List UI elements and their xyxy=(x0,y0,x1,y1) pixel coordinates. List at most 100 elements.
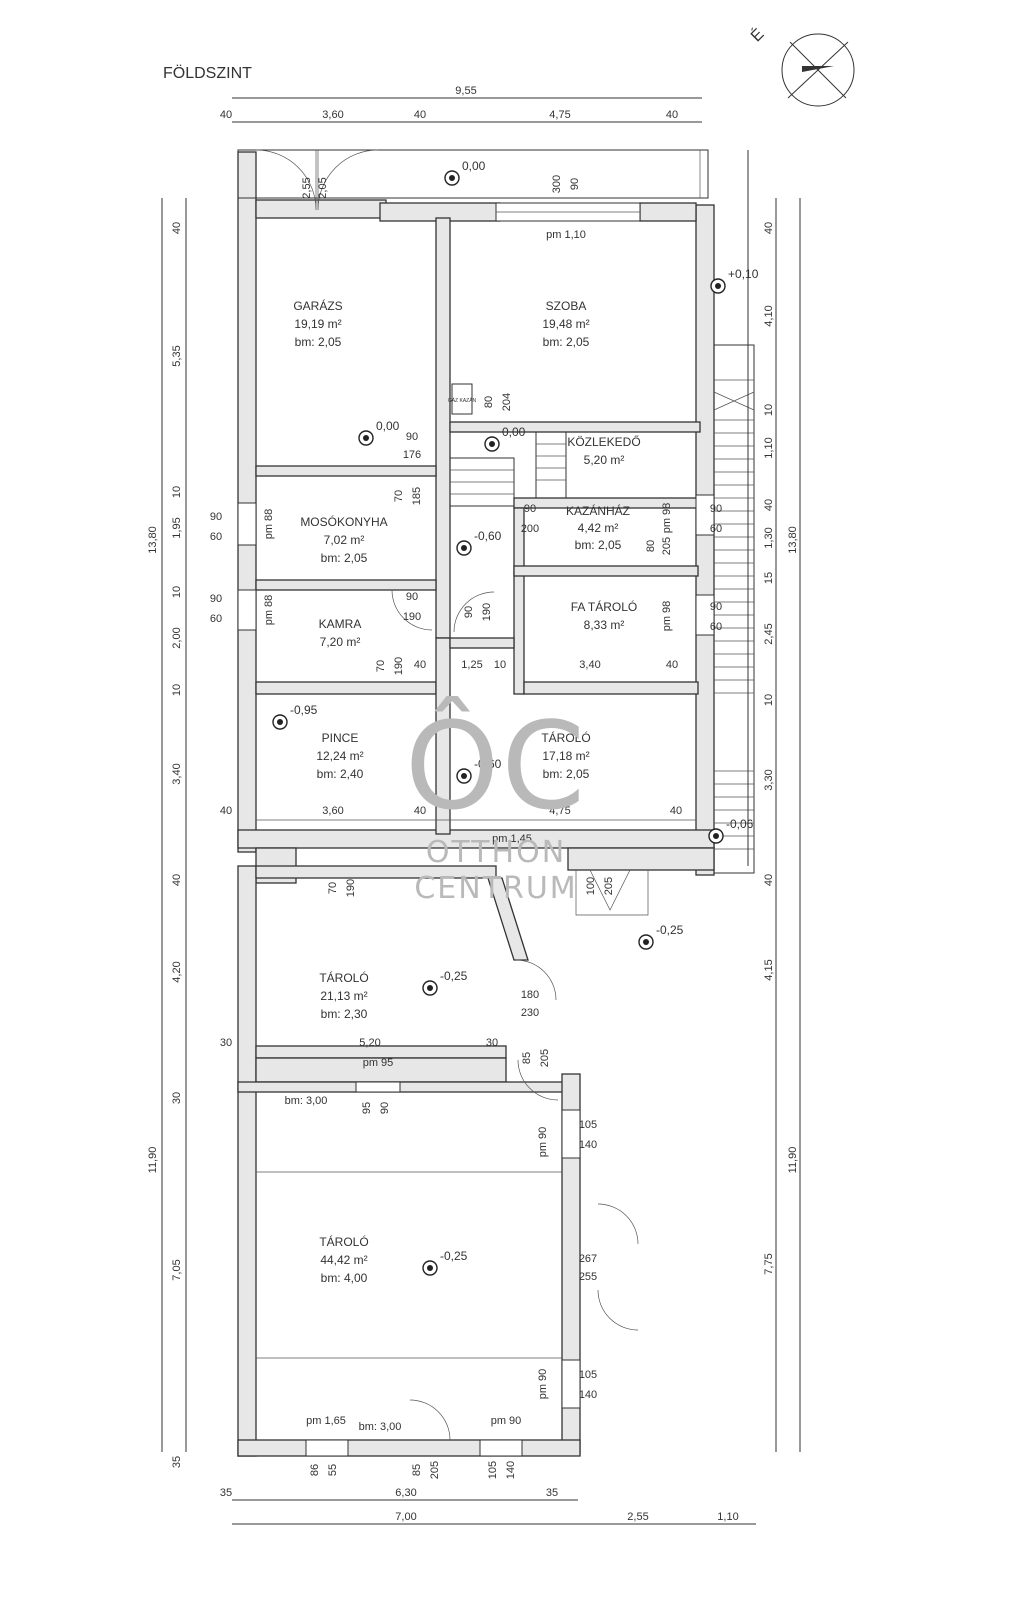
opening-label: 90 xyxy=(524,503,536,515)
opening-label: 190 xyxy=(481,603,493,621)
inner-dim: 10 xyxy=(494,659,506,671)
watermark-line2: CENTRUM xyxy=(414,871,577,906)
inner-dim: 40 xyxy=(414,805,426,817)
parapet-label: bm: 3,00 xyxy=(359,1421,402,1433)
dim-part: 7,75 xyxy=(763,1253,775,1274)
room-area: 7,02 m² xyxy=(324,533,365,547)
opening-label: 85 xyxy=(521,1052,533,1064)
level-label: -0,60 xyxy=(474,757,502,771)
dim-part: 1,30 xyxy=(763,527,775,548)
dim-part: 10 xyxy=(171,586,183,598)
inner-dimensions: 3,60 40 4,75 40 1,25 10 3,40 40 40 5,20 … xyxy=(220,659,682,1049)
door-swings xyxy=(255,149,649,1441)
dim-part: 3,30 xyxy=(763,769,775,790)
dim-part: 40 xyxy=(220,109,232,121)
inner-dim: 40 xyxy=(220,805,232,817)
dim-part: 10 xyxy=(763,694,775,706)
opening-label: 2,05 xyxy=(317,177,329,198)
opening-label: 100 xyxy=(585,877,597,895)
parapet-label: bm: 3,00 xyxy=(285,1095,328,1107)
level-label: 0,00 xyxy=(502,425,526,439)
room-height: bm: 2,05 xyxy=(295,335,342,349)
room-height: bm: 2,05 xyxy=(543,767,590,781)
room-name: PINCE xyxy=(322,731,359,745)
opening-label: 105 xyxy=(487,1461,499,1479)
watermark: ÔC OTTHON CENTRUM xyxy=(405,697,587,906)
opening-label: 300 xyxy=(551,175,563,193)
level-label: -0,60 xyxy=(474,529,502,543)
opening-label: 70 xyxy=(375,660,387,672)
dim-part: 1,10 xyxy=(763,437,775,458)
level-label: -0,06 xyxy=(726,817,754,831)
level-marker-dot xyxy=(713,833,719,839)
room-height: bm: 2,30 xyxy=(321,1007,368,1021)
room-area: 4,42 m² xyxy=(578,521,619,535)
dim-total: 13,80 xyxy=(787,526,799,554)
watermark-logo: ÔC xyxy=(405,697,587,837)
boiler-fixture: GÁZ KAZÁN xyxy=(448,383,477,415)
dim-part: 4,15 xyxy=(763,959,775,980)
opening-label: 185 xyxy=(411,487,423,505)
dim-part: 4,20 xyxy=(171,961,183,982)
compass-icon xyxy=(781,33,855,107)
opening-label: 70 xyxy=(327,882,339,894)
inner-dim: 40 xyxy=(666,659,678,671)
opening-label: 255 xyxy=(579,1271,597,1283)
room-height: bm: 2,05 xyxy=(321,551,368,565)
opening-label: 2,55 xyxy=(301,177,313,198)
opening-label: 60 xyxy=(210,613,222,625)
dim-total: 11,90 xyxy=(787,1147,799,1174)
level-label: +0,10 xyxy=(728,267,759,281)
opening-label: 60 xyxy=(210,531,222,543)
dim-part: 1,10 xyxy=(717,1511,738,1523)
room-name: TÁROLÓ xyxy=(319,970,368,985)
level-marker-dot xyxy=(643,939,649,945)
opening-label: 205 xyxy=(539,1049,551,1067)
room-area: 8,33 m² xyxy=(584,618,625,632)
opening-label: 205 xyxy=(603,877,615,895)
opening-label: 105 xyxy=(579,1369,597,1381)
opening-label: 200 xyxy=(521,523,539,535)
level-label: -0,25 xyxy=(440,1249,468,1263)
room-height: bm: 2,05 xyxy=(575,538,622,552)
opening-label: 230 xyxy=(521,1007,539,1019)
opening-label: 60 xyxy=(710,523,722,535)
room-name: KAZÁNHÁZ xyxy=(566,503,630,518)
dim-part: 4,75 xyxy=(549,109,570,121)
plan-title: FÖLDSZINT xyxy=(163,64,252,82)
dim-part: 2,00 xyxy=(171,627,183,648)
opening-label: 55 xyxy=(327,1464,339,1476)
room-area: 19,19 m² xyxy=(294,317,341,331)
dim-part: 40 xyxy=(763,499,775,511)
dim-part: 30 xyxy=(171,1092,183,1104)
parapet-label: pm 1,65 xyxy=(306,1415,346,1427)
room-name: TÁROLÓ xyxy=(541,730,590,745)
fixture-label: GÁZ KAZÁN xyxy=(448,397,477,404)
level-marker-dot xyxy=(461,773,467,779)
opening-label: 204 xyxy=(501,393,513,411)
opening-label: 86 xyxy=(309,1464,321,1476)
opening-label: 90 xyxy=(210,593,222,605)
room-name: SZOBA xyxy=(546,299,587,313)
room-height: bm: 4,00 xyxy=(321,1271,368,1285)
level-marker-dot xyxy=(715,283,721,289)
level-marker-dot xyxy=(461,545,467,551)
dim-part: 2,45 xyxy=(763,623,775,644)
left-dimensions: 13,80 11,90 40 5,35 10 1,95 10 2,00 10 3… xyxy=(147,222,183,1468)
opening-label: 70 xyxy=(393,490,405,502)
room-name: FA TÁROLÓ xyxy=(571,599,637,614)
level-marker-dot xyxy=(489,441,495,447)
opening-label: 205 xyxy=(429,1461,441,1479)
dim-part: 3,40 xyxy=(171,763,183,784)
opening-label: 90 xyxy=(710,503,722,515)
room-name: KÖZLEKEDŐ xyxy=(567,434,640,449)
bottom-dimensions: 35 6,30 35 7,00 2,55 1,10 xyxy=(220,1487,739,1523)
room-area: 44,42 m² xyxy=(320,1253,367,1267)
level-marker-dot xyxy=(363,435,369,441)
watermark-line1: OTTHON xyxy=(426,835,566,870)
dim-part: 35 xyxy=(171,1456,183,1468)
parapet-label: pm 90 xyxy=(537,1127,549,1158)
parapet-label: pm 88 xyxy=(263,509,275,540)
dim-total: 9,55 xyxy=(455,85,476,97)
